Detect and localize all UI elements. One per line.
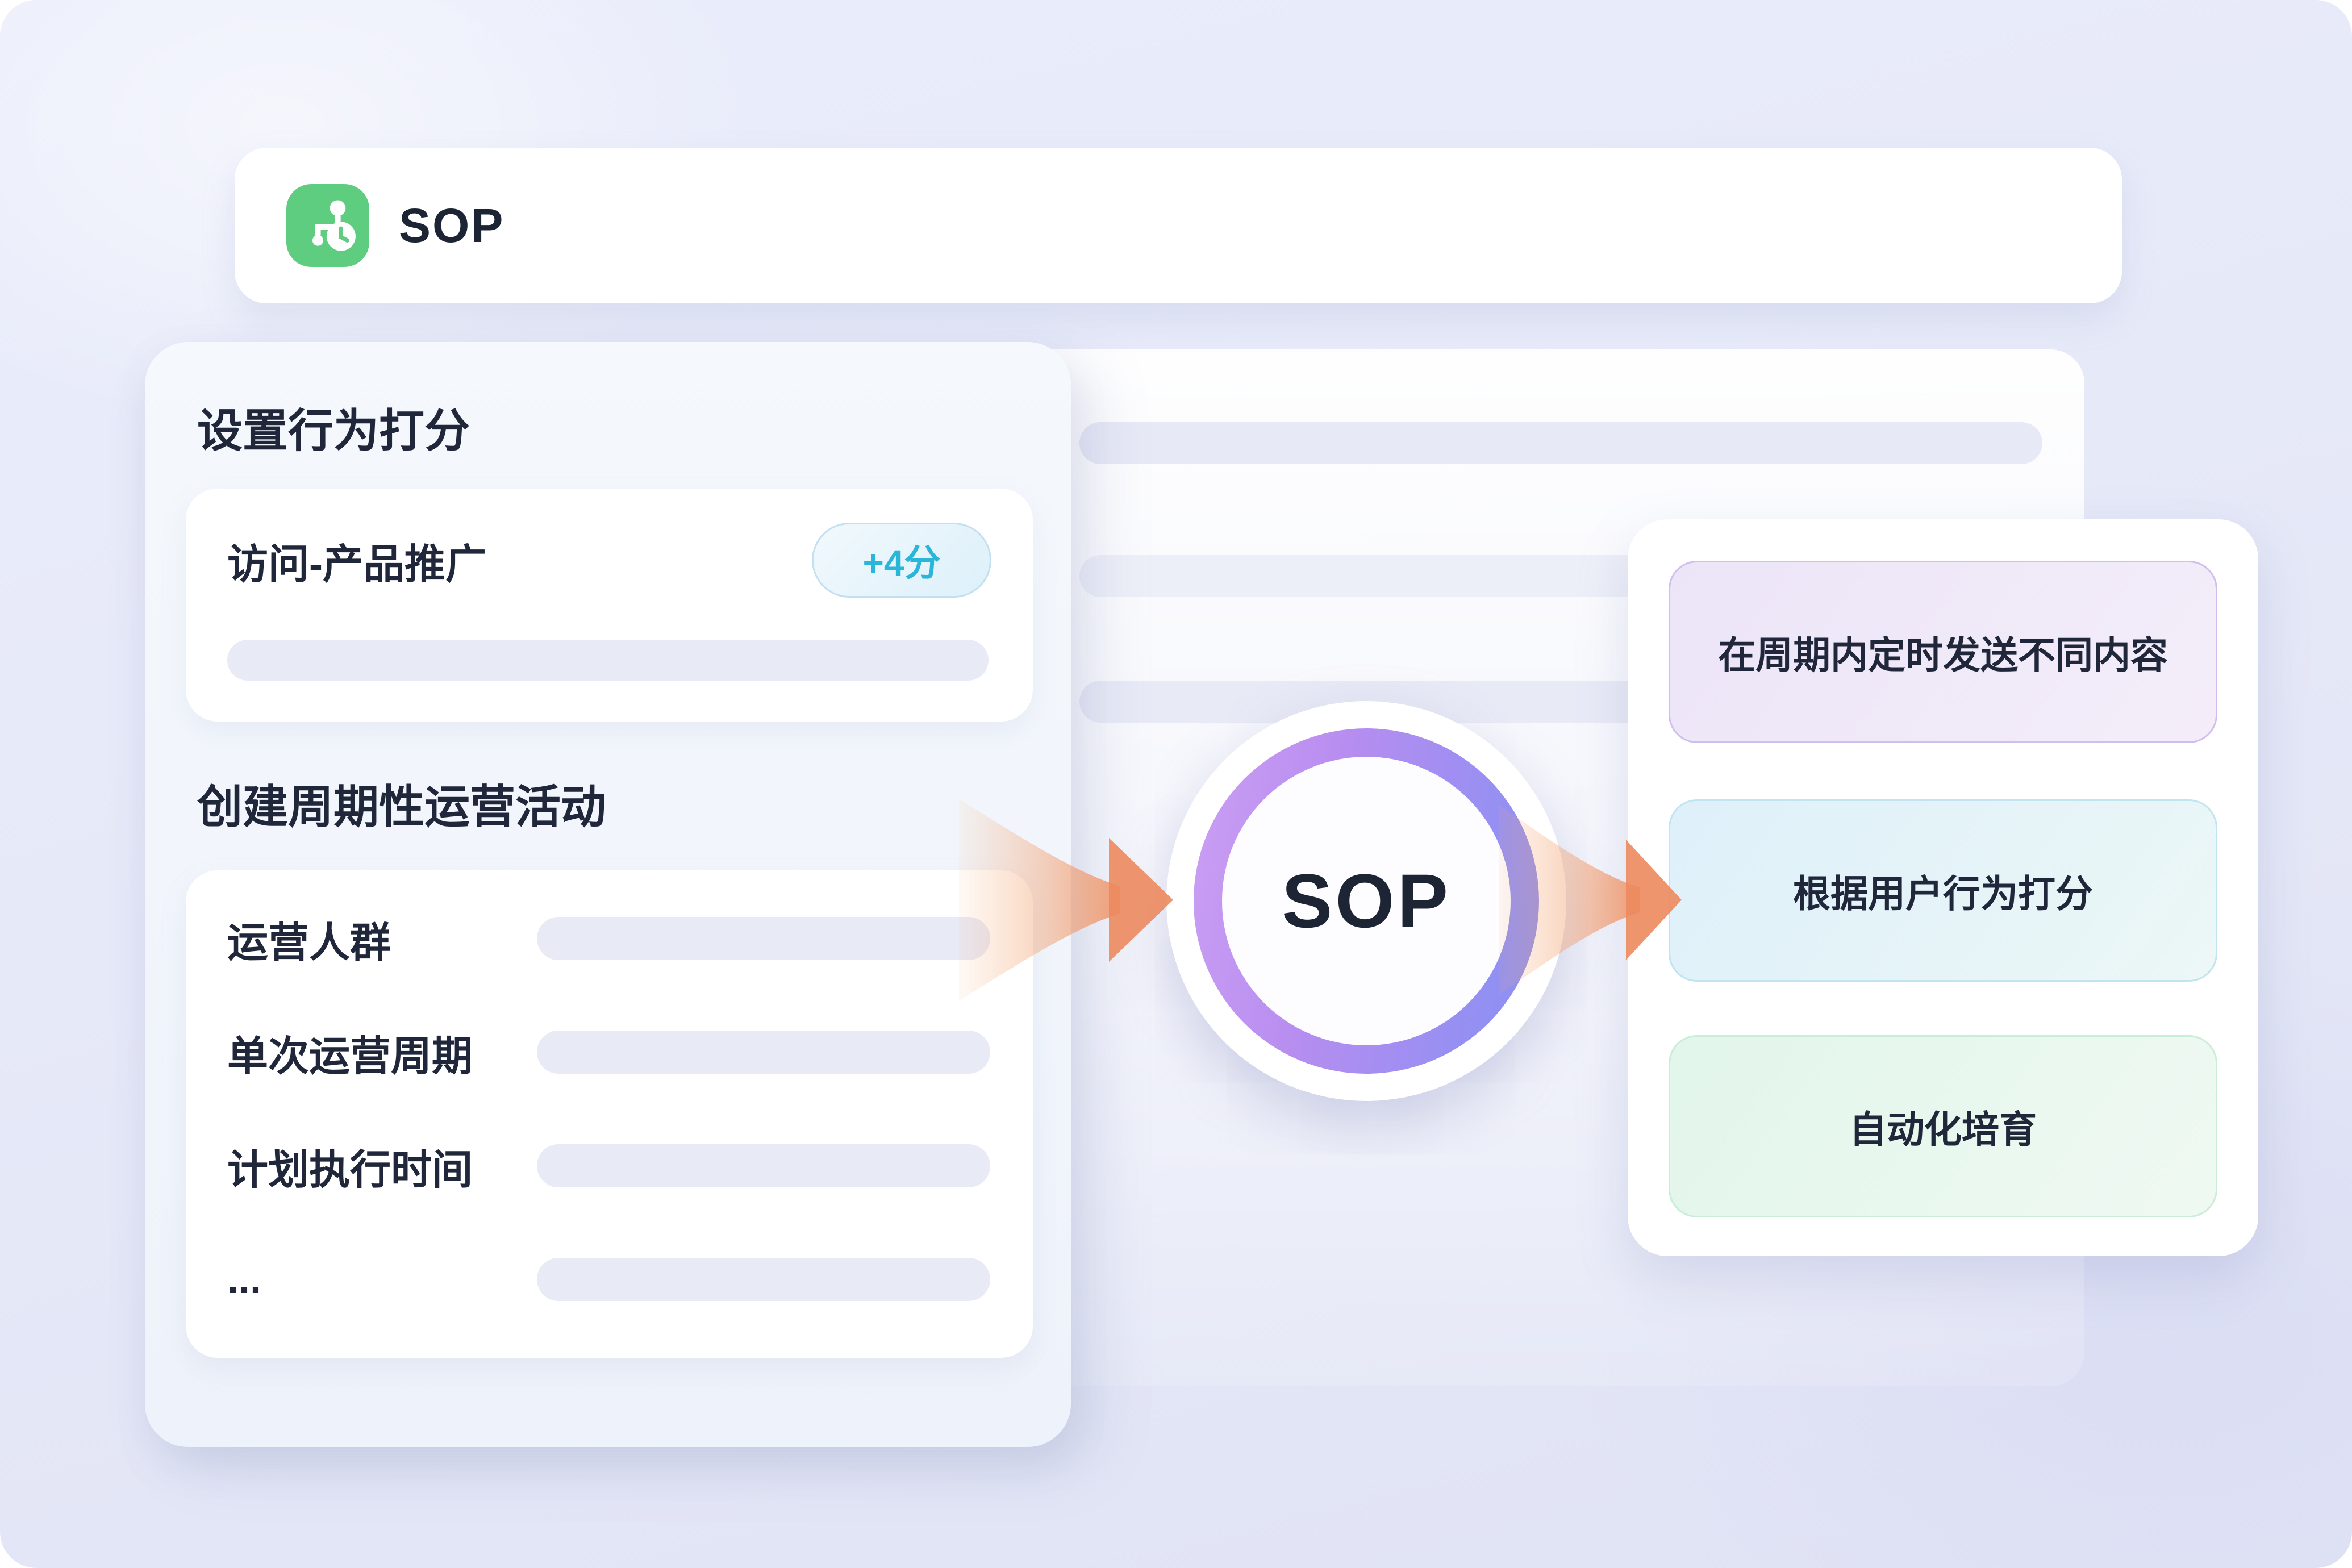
sop-circle: SOP xyxy=(1222,757,1511,1045)
section-title-cycle-campaign: 创建周期性运营活动 xyxy=(197,782,606,832)
app-title: SOP xyxy=(399,198,505,252)
cycle-row: 计划执行时间 xyxy=(227,1123,991,1208)
placeholder-field xyxy=(537,1031,990,1074)
placeholder-bar xyxy=(1079,422,2042,464)
app-header: SOP xyxy=(235,148,2122,303)
sop-flow-clock-icon xyxy=(285,184,370,267)
placeholder-field xyxy=(537,1258,990,1301)
sop-circle-label: SOP xyxy=(1282,858,1451,944)
cycle-row-label: 计划执行时间 xyxy=(227,1147,473,1193)
cycle-row: 运营人群 xyxy=(227,896,991,981)
placeholder-field xyxy=(537,1144,990,1187)
behavior-score-card: 访问-产品推广 +4分 xyxy=(186,489,1033,722)
cycle-row-label: ... xyxy=(227,1257,262,1302)
cycle-row: ... xyxy=(227,1237,991,1322)
section-title-behavior-scoring: 设置行为打分 xyxy=(197,406,470,456)
cycle-campaign-card: 运营人群 单次运营周期 计划执行时间 ... xyxy=(186,870,1033,1358)
cycle-row-label: 单次运营周期 xyxy=(227,1033,473,1079)
score-badge: +4分 xyxy=(812,523,991,598)
left-config-panel: 设置行为打分 访问-产品推广 +4分 创建周期性运营活动 运营人群 单次运营周期… xyxy=(145,342,1071,1447)
placeholder-field xyxy=(537,917,990,960)
result-box-behavior-scoring: 根据用户行为打分 xyxy=(1669,799,2217,982)
result-box-automated-nurturing: 自动化培育 xyxy=(1669,1035,2217,1217)
cycle-row-label: 运营人群 xyxy=(227,920,391,966)
right-result-panel: 在周期内定时发送不同内容 根据用户行为打分 自动化培育 xyxy=(1628,519,2258,1256)
behavior-item-label: 访问-产品推广 xyxy=(227,541,486,587)
placeholder-bar xyxy=(227,640,989,681)
result-box-scheduled-content: 在周期内定时发送不同内容 xyxy=(1669,561,2217,743)
cycle-row: 单次运营周期 xyxy=(227,1010,991,1095)
